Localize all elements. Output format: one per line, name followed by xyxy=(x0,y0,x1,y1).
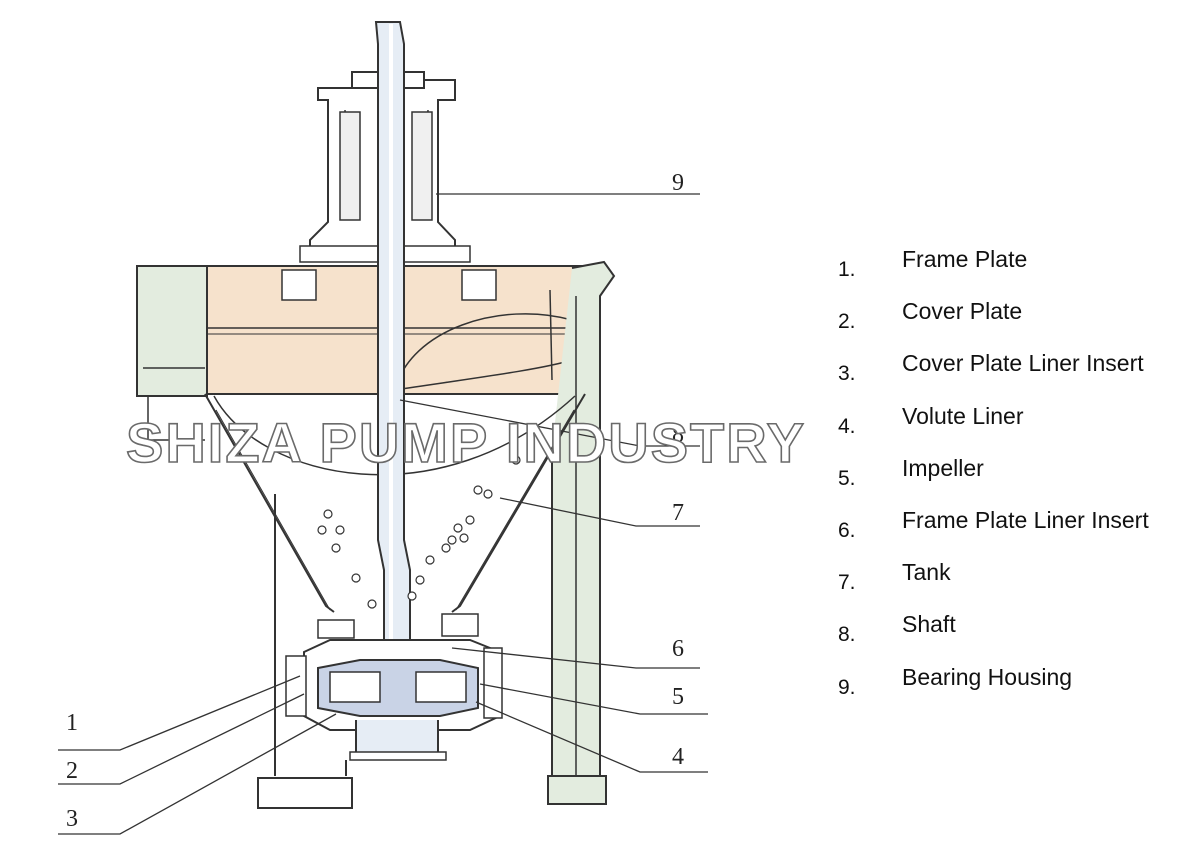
legend-label: Tank xyxy=(902,559,951,586)
air-bubbles xyxy=(317,455,521,609)
legend-item: 4. Volute Liner xyxy=(838,403,1149,455)
callout-3: 3 xyxy=(66,806,78,832)
callout-9: 9 xyxy=(672,170,684,196)
legend-item: 8. Shaft xyxy=(838,611,1149,663)
legend-item: 6. Frame Plate Liner Insert xyxy=(838,507,1149,559)
parts-legend: 1. Frame Plate 2. Cover Plate 3. Cover Plat… xyxy=(838,246,1149,716)
leader-2 xyxy=(58,693,305,785)
callout-6: 6 xyxy=(672,636,684,662)
legend-number: 2. xyxy=(838,310,856,334)
leader-4 xyxy=(475,701,708,773)
callout-numbers: 9 8 7 6 5 4 1 2 3 xyxy=(66,170,684,832)
legend-label: Volute Liner xyxy=(902,402,1024,429)
legend-number: 9. xyxy=(838,675,856,699)
leader-3 xyxy=(58,713,337,835)
shaft xyxy=(374,21,411,673)
leader-1 xyxy=(58,675,301,751)
discharge-pipe xyxy=(547,260,616,805)
legend-label: Impeller xyxy=(902,454,984,481)
legend-item: 5. Impeller xyxy=(838,455,1149,507)
leader-7 xyxy=(499,497,700,527)
leader-8 xyxy=(399,399,700,447)
tank-cone xyxy=(204,393,586,809)
legend-label: Bearing Housing xyxy=(902,663,1073,690)
legend-label: Cover Plate Liner Insert xyxy=(902,350,1144,377)
callout-8: 8 xyxy=(672,422,684,448)
legend-item: 1. Frame Plate xyxy=(838,246,1149,298)
callout-1: 1 xyxy=(66,710,78,736)
legend-item: 7. Tank xyxy=(838,559,1149,611)
pump-drawing xyxy=(136,21,616,809)
legend-label: Cover Plate xyxy=(902,298,1023,325)
callout-5: 5 xyxy=(672,684,684,710)
legend-label: Frame Plate xyxy=(902,246,1028,272)
legend-number: 1. xyxy=(838,258,856,281)
legend-number: 8. xyxy=(838,623,856,647)
leader-5 xyxy=(479,683,708,715)
leader-lines xyxy=(58,193,708,835)
callout-7: 7 xyxy=(672,500,684,526)
legend-number: 4. xyxy=(838,414,856,438)
left-side-panel xyxy=(136,265,208,441)
legend-label: Frame Plate Liner Insert xyxy=(902,506,1149,533)
callout-4: 4 xyxy=(672,744,684,770)
pump-casing xyxy=(285,613,503,761)
legend-label: Shaft xyxy=(902,611,956,638)
legend-item: 9. Bearing Housing xyxy=(838,664,1149,716)
watermark-text: SHIZA PUMP INDUSTRY xyxy=(126,411,806,474)
callout-2: 2 xyxy=(66,758,78,784)
legend-number: 3. xyxy=(838,362,856,386)
legend-number: 7. xyxy=(838,571,856,595)
legend-number: 5. xyxy=(838,466,856,490)
legend-number: 6. xyxy=(838,518,856,542)
leader-6 xyxy=(451,647,700,669)
legend-item: 2. Cover Plate xyxy=(838,298,1149,350)
legend-item: 3. Cover Plate Liner Insert xyxy=(838,350,1149,402)
